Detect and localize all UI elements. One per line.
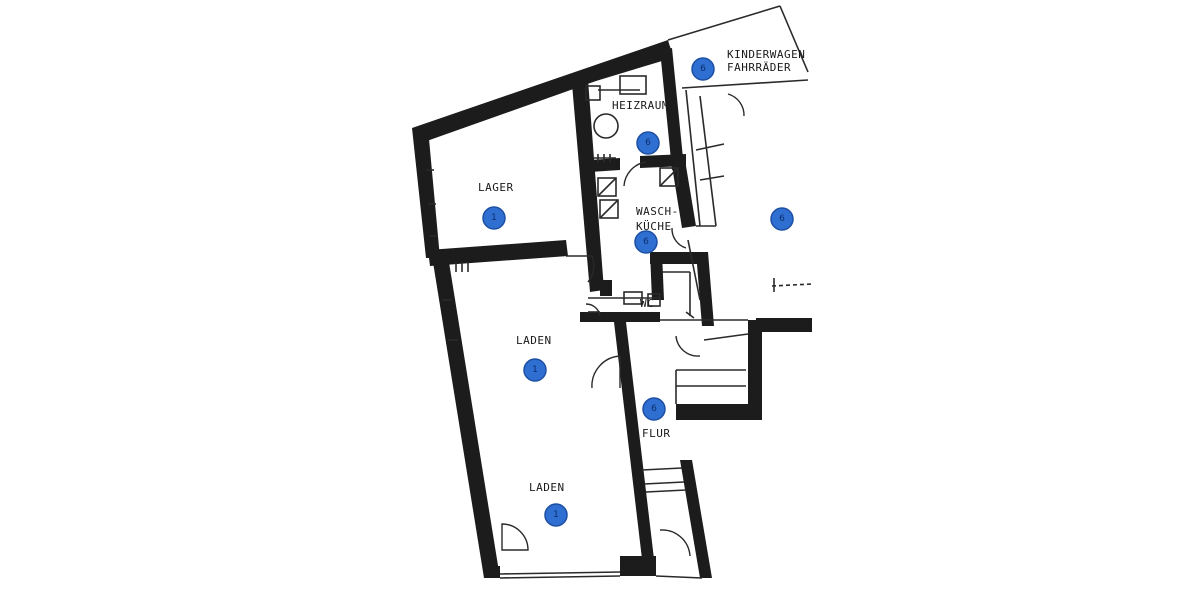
marker-kinderwagen: 6 xyxy=(691,57,715,81)
label-flur: FLUR xyxy=(642,427,671,440)
room-markers: 1 6 6 6 1 1 6 6 xyxy=(482,57,794,527)
label-kueche: KÜCHE xyxy=(636,220,672,233)
svg-text:6: 6 xyxy=(700,64,706,74)
svg-text:6: 6 xyxy=(645,138,651,148)
doors xyxy=(501,93,745,557)
marker-laden-upper: 1 xyxy=(523,358,547,382)
label-lager: LAGER xyxy=(478,181,514,194)
label-wasch: WASCH- xyxy=(636,205,679,218)
label-laden-upper: LADEN xyxy=(516,334,552,347)
thin-lines xyxy=(426,5,813,579)
room-labels: LAGER HEIZRAUM KINDERWAGEN FAHRRÄDER WAS… xyxy=(478,48,805,494)
svg-text:6: 6 xyxy=(779,214,785,224)
marker-flur: 6 xyxy=(642,397,666,421)
svg-text:6: 6 xyxy=(651,404,657,414)
svg-text:1: 1 xyxy=(553,510,559,520)
svg-text:1: 1 xyxy=(532,365,538,375)
marker-heizraum: 6 xyxy=(636,131,660,155)
label-fahrraeder: FAHRRÄDER xyxy=(727,61,791,74)
label-laden-lower: LADEN xyxy=(529,481,565,494)
marker-waschkueche: 6 xyxy=(634,230,658,254)
label-heizraum: HEIZRAUM xyxy=(612,99,669,112)
marker-outside: 6 xyxy=(770,207,794,231)
outer-walls xyxy=(412,40,812,578)
marker-lager: 1 xyxy=(482,206,506,230)
label-kinderwagen: KINDERWAGEN xyxy=(727,48,805,61)
label-wc: WC xyxy=(640,297,654,310)
svg-text:1: 1 xyxy=(491,213,497,223)
svg-text:6: 6 xyxy=(643,237,649,247)
marker-laden-lower: 1 xyxy=(544,503,568,527)
